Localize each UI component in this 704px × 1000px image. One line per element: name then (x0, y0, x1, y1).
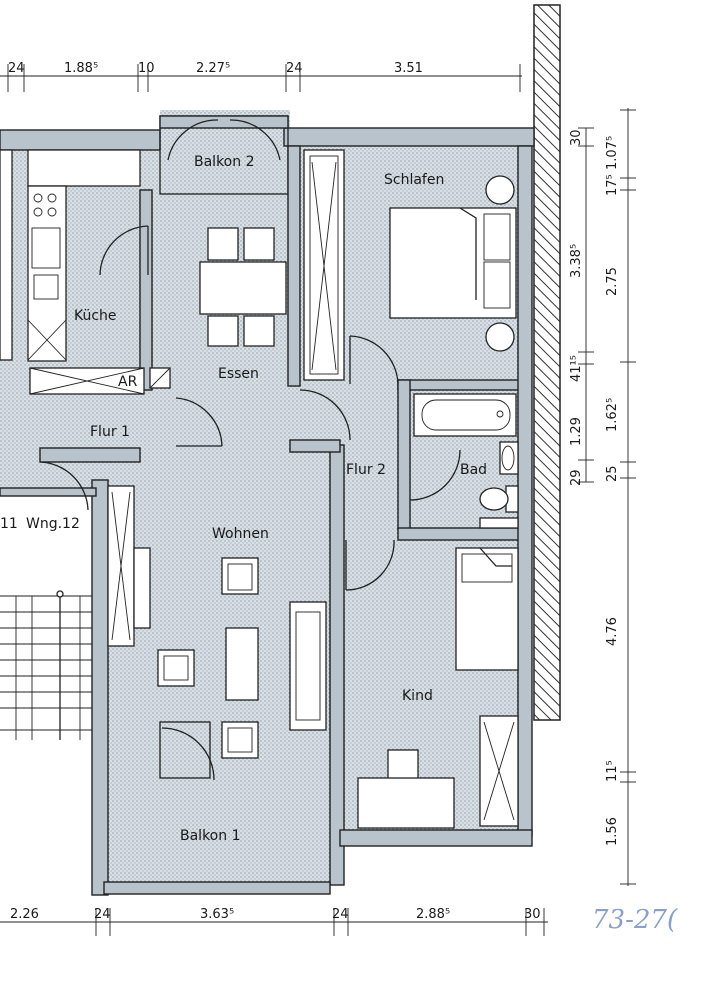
dim-right-inner-1: 30 (569, 129, 584, 146)
label-wng-left: 11 (0, 516, 18, 532)
dimension-right-inner: 30 3.38⁵ 41¹⁵ 1.29 29 (569, 127, 594, 486)
label-schlafen: Schlafen (384, 172, 444, 188)
kitchen-fixtures (0, 149, 171, 395)
dim-top-3: 10 (138, 61, 155, 76)
label-ar: AR (118, 374, 138, 390)
dim-top-2: 1.88⁵ (64, 61, 98, 76)
dim-top-1: 24 (8, 61, 25, 76)
label-flur1: Flur 1 (90, 424, 130, 440)
dim-right-outer-4: 1.62⁵ (605, 398, 620, 432)
handwritten-note: 73-27( (592, 905, 678, 935)
wardrobe-schlafen (303, 149, 345, 381)
kind-furniture (357, 547, 519, 829)
label-balkon1: Balkon 1 (180, 828, 240, 844)
dimension-right-outer: 1.07⁵ 17⁵ 2.75 1.62⁵ 25 4.76 11⁵ 1.56 (605, 108, 636, 886)
dim-top-4: 2.27⁵ (196, 61, 230, 76)
doors (39, 119, 461, 781)
room-labels: Küche Balkon 2 Schlafen Essen AR Flur 1 … (0, 154, 487, 844)
label-balkon2: Balkon 2 (194, 154, 254, 170)
dim-bottom-5: 2.88⁵ (416, 907, 450, 922)
living-furniture (107, 485, 327, 779)
dim-top-6: 3.51 (394, 61, 423, 76)
dimension-bottom: 2.26 24 3.63⁵ 24 2.88⁵ 30 (0, 907, 548, 936)
dim-right-outer-5: 25 (605, 465, 620, 482)
bath-fixtures (413, 393, 519, 529)
dim-right-inner-4: 1.29 (569, 417, 584, 446)
label-wohnen: Wohnen (212, 526, 269, 542)
label-bad: Bad (460, 462, 487, 478)
dimension-top: 24 1.88⁵ 10 2.27⁵ 24 3.51 (0, 61, 522, 92)
dim-right-outer-8: 1.56 (605, 817, 620, 846)
stairwell (0, 590, 92, 740)
dim-right-inner-2: 3.38⁵ (569, 244, 584, 278)
label-kueche: Küche (74, 308, 117, 324)
label-flur2: Flur 2 (346, 462, 386, 478)
dim-bottom-6: 30 (524, 907, 541, 922)
walls (0, 115, 535, 896)
dim-right-outer-3: 2.75 (605, 267, 620, 296)
dim-right-outer-1: 1.07⁵ (605, 136, 620, 170)
dim-top-5: 24 (286, 61, 303, 76)
dim-right-outer-6: 4.76 (605, 617, 620, 646)
double-bed (389, 175, 517, 352)
dim-bottom-2: 24 (94, 907, 111, 922)
label-essen: Essen (218, 366, 259, 382)
label-wng12: Wng.12 (26, 516, 80, 532)
dim-bottom-3: 3.63⁵ (200, 907, 234, 922)
exterior-wall-right (533, 4, 561, 721)
dining-table (199, 227, 287, 347)
dim-right-inner-3: 41¹⁵ (569, 355, 584, 382)
dim-bottom-4: 24 (332, 907, 349, 922)
dim-bottom-1: 2.26 (10, 907, 39, 922)
dim-right-inner-5: 29 (569, 469, 584, 486)
label-kind: Kind (402, 688, 433, 704)
dim-right-outer-2: 17⁵ (605, 174, 620, 196)
dim-right-outer-7: 11⁵ (605, 760, 620, 782)
